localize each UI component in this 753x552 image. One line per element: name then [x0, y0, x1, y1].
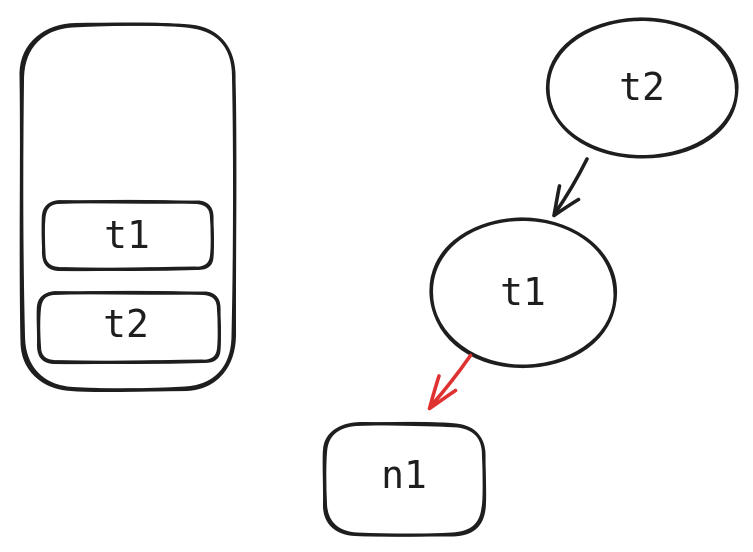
- node-t2-label: t2: [619, 65, 665, 109]
- edge-t2-t1-arrow[interactable]: [552, 157, 589, 218]
- stack-item-t1-outline-pass2: [41, 199, 214, 272]
- node-t2-outline-pass2: [545, 17, 739, 159]
- node-n1-box[interactable]: n1: [322, 421, 487, 537]
- node-n1-outline-pass2: [322, 421, 487, 537]
- node-t2-ellipse[interactable]: t2: [545, 17, 739, 159]
- edge-t1-n1-line: [428, 353, 473, 409]
- edge-t1-n1-arrowhead: [427, 374, 458, 411]
- node-n1-shape: [322, 421, 487, 537]
- stack-item-t2-outline-pass2: [36, 290, 221, 365]
- node-t2-shape: [545, 17, 739, 159]
- node-t1-ellipse[interactable]: t1: [429, 217, 618, 369]
- stack-item-t2[interactable]: t2: [36, 290, 221, 365]
- stack-item-t1-label: t1: [104, 213, 150, 257]
- node-t1-outline-pass2: [429, 217, 618, 368]
- node-t1-label: t1: [500, 270, 546, 314]
- stack-item-t2-shape: [36, 290, 221, 365]
- edge-t1-n1-arrow[interactable]: [427, 353, 473, 411]
- stack-item-t1-shape: [41, 199, 214, 272]
- edge-t2-t1-line: [552, 157, 589, 216]
- stack-container-outline-pass2: [19, 22, 237, 393]
- node-n1-label: n1: [381, 453, 427, 497]
- edge-t2-t1-arrowhead: [552, 184, 581, 218]
- node-t1-shape: [429, 217, 618, 369]
- stack-container-shape[interactable]: [19, 22, 237, 393]
- stack-item-t2-label: t2: [103, 302, 149, 346]
- stack-item-t1[interactable]: t1: [41, 199, 214, 272]
